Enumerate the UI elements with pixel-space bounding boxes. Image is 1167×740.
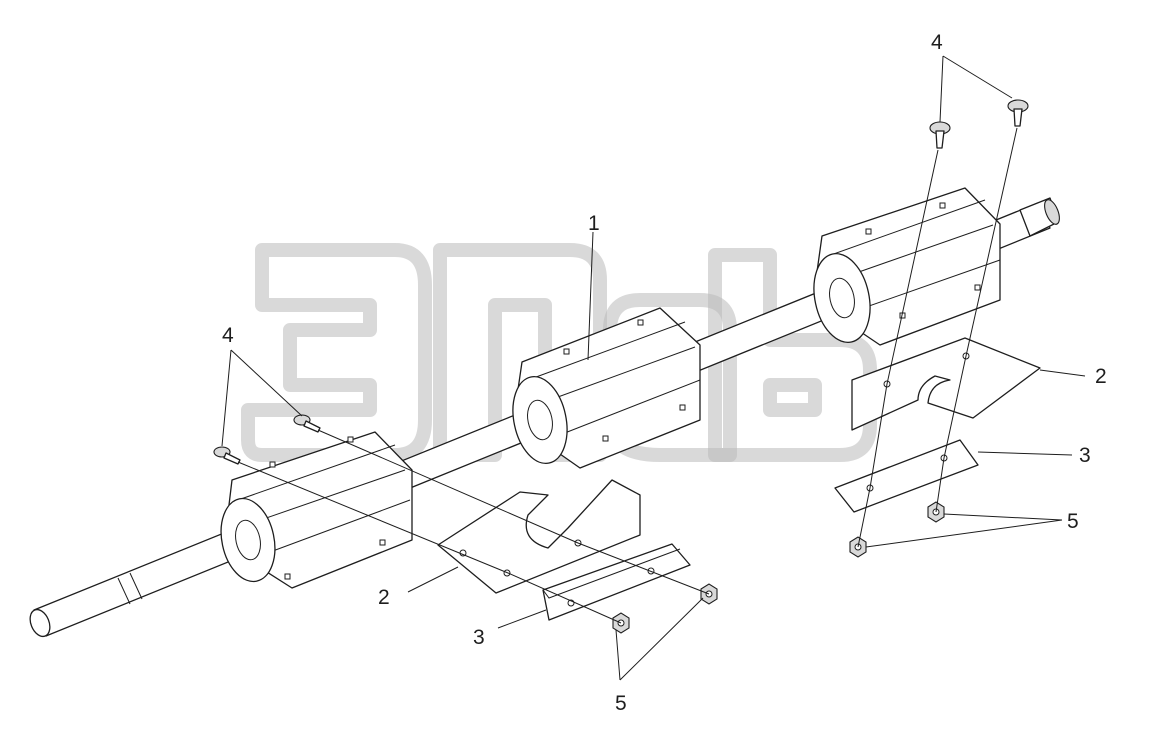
counter-plate-right: [834, 439, 979, 513]
bolt-right-1: [929, 121, 951, 149]
callout-5-right: 5: [1067, 510, 1079, 533]
shaft-right-end: [1044, 199, 1060, 225]
assembly-lines: [237, 127, 1018, 624]
callout-4-right: 4: [931, 31, 943, 54]
bolts: [213, 99, 1029, 465]
drum-middle: [512, 307, 701, 469]
drum-right: [813, 187, 1001, 346]
callout-3-left: 3: [473, 626, 485, 649]
callout-1: 1: [588, 212, 600, 235]
callout-4-left: 4: [222, 324, 234, 347]
callout-3-right: 3: [1079, 444, 1091, 467]
leader-lines: [221, 55, 1086, 681]
bolt-left-2: [293, 414, 321, 433]
callout-2-left: 2: [378, 586, 390, 609]
callout-numbers: 1 2 2 3 3 4 4 5 5: [222, 31, 1107, 715]
drum-left: [220, 431, 413, 589]
bolt-left-1: [213, 446, 241, 465]
callout-2-right: 2: [1095, 365, 1107, 388]
bolt-right-2: [1007, 99, 1029, 127]
knife-plate-right: [851, 337, 1041, 431]
shaft-left-end: [29, 608, 51, 638]
callout-5-left: 5: [615, 692, 627, 715]
